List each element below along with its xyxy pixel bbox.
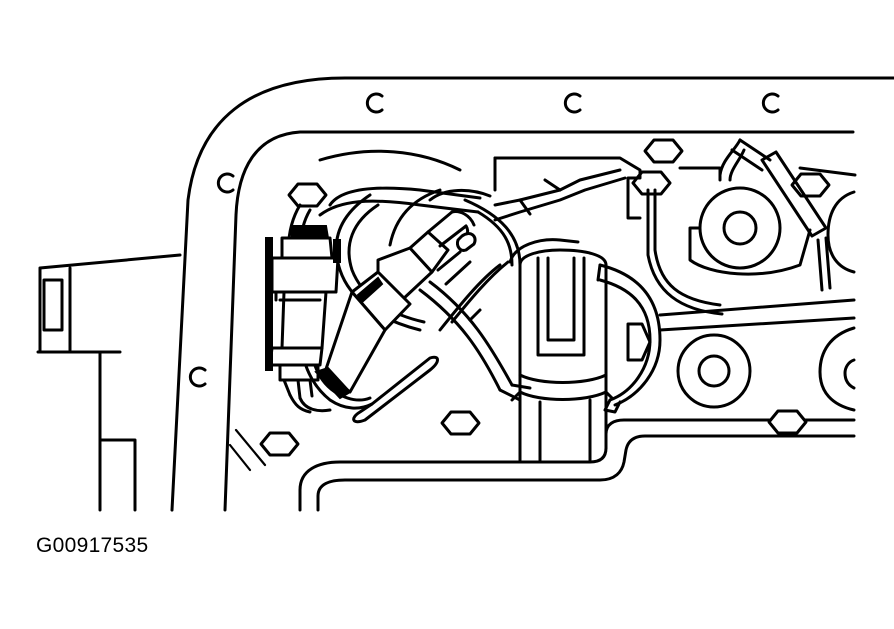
wire-harness	[287, 138, 832, 424]
flange-bolt-holes	[188, 92, 780, 388]
solenoid-upper	[688, 186, 812, 276]
figure-reference-code: G00917535	[36, 534, 149, 557]
center-tube-assembly	[508, 238, 614, 462]
solenoid-lower	[676, 333, 752, 409]
oil-pan-flange	[170, 76, 894, 512]
solenoid-bracket	[658, 298, 856, 332]
solenoid-right-lower	[818, 326, 856, 412]
upper-valve-block	[318, 149, 857, 220]
valve-body-outline	[298, 418, 856, 512]
transmission-case	[36, 253, 182, 512]
solenoid-right-upper	[826, 190, 856, 274]
harness-connector-large	[265, 225, 341, 414]
harness-connector-small	[314, 210, 477, 400]
